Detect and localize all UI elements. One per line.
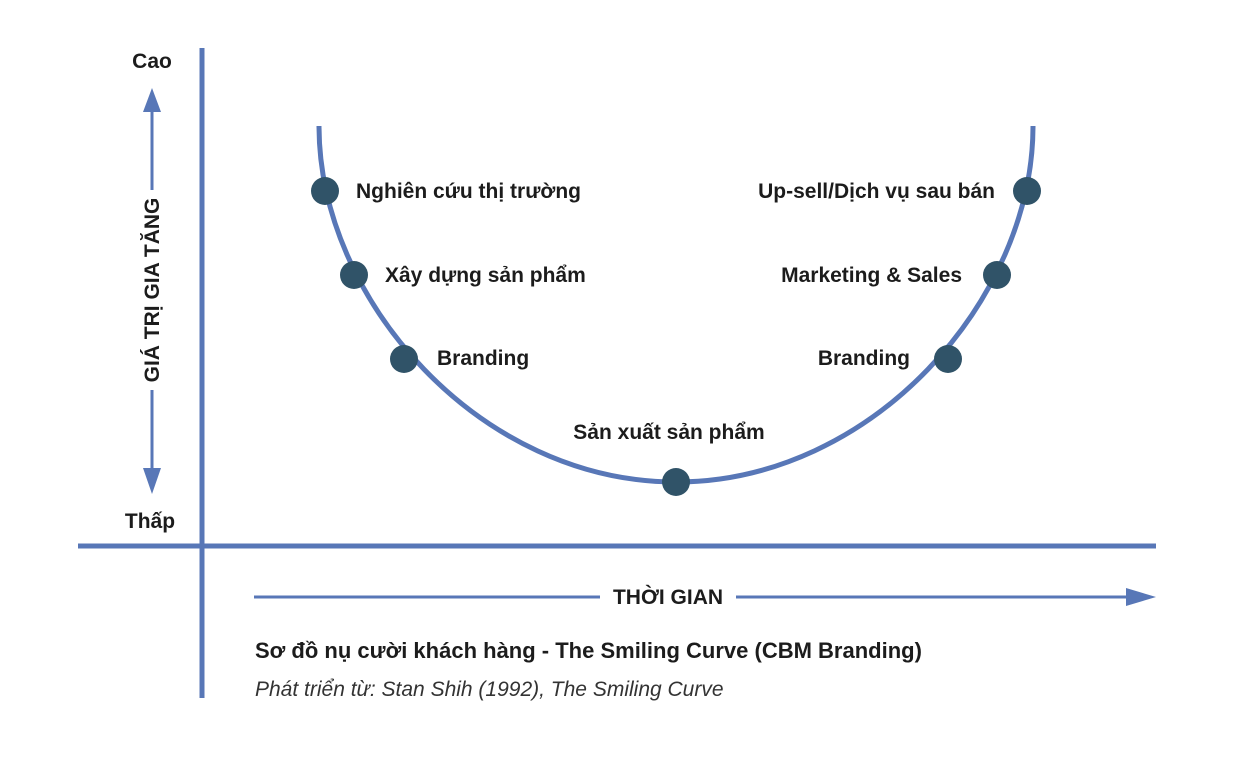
stage-dot-branding-left [390, 345, 418, 373]
stage-dot-market-research [311, 177, 339, 205]
stage-dot-product-building [340, 261, 368, 289]
caption-subtitle: Phát triển từ: Stan Shih (1992), The Smi… [255, 678, 724, 701]
x-axis-title: THỜI GIAN [613, 585, 723, 609]
stage-label-product-building: Xây dựng sản phẩm [385, 264, 586, 287]
y-axis-up-arrow [143, 88, 161, 190]
y-axis-title: GIÁ TRỊ GIA TĂNG [141, 198, 164, 383]
x-axis-arrow [254, 588, 1156, 606]
stage-label-branding-left: Branding [437, 347, 529, 370]
stage-label-market-research: Nghiên cứu thị trường [356, 180, 581, 203]
stage-dot-upsell [1013, 177, 1041, 205]
stage-label-production: Sản xuất sản phẩm [573, 421, 764, 444]
stage-dot-branding-right [934, 345, 962, 373]
stage-dot-production [662, 468, 690, 496]
y-axis-low-label: Thấp [125, 510, 175, 533]
stage-label-branding-right: Branding [818, 347, 910, 370]
y-axis-high-label: Cao [132, 50, 172, 73]
caption-title: Sơ đồ nụ cười khách hàng - The Smiling C… [255, 638, 922, 663]
y-axis-down-arrow [143, 390, 161, 494]
stage-dot-marketing-sales [983, 261, 1011, 289]
stage-label-marketing-sales: Marketing & Sales [781, 264, 962, 287]
stage-label-upsell: Up-sell/Dịch vụ sau bán [758, 180, 995, 203]
